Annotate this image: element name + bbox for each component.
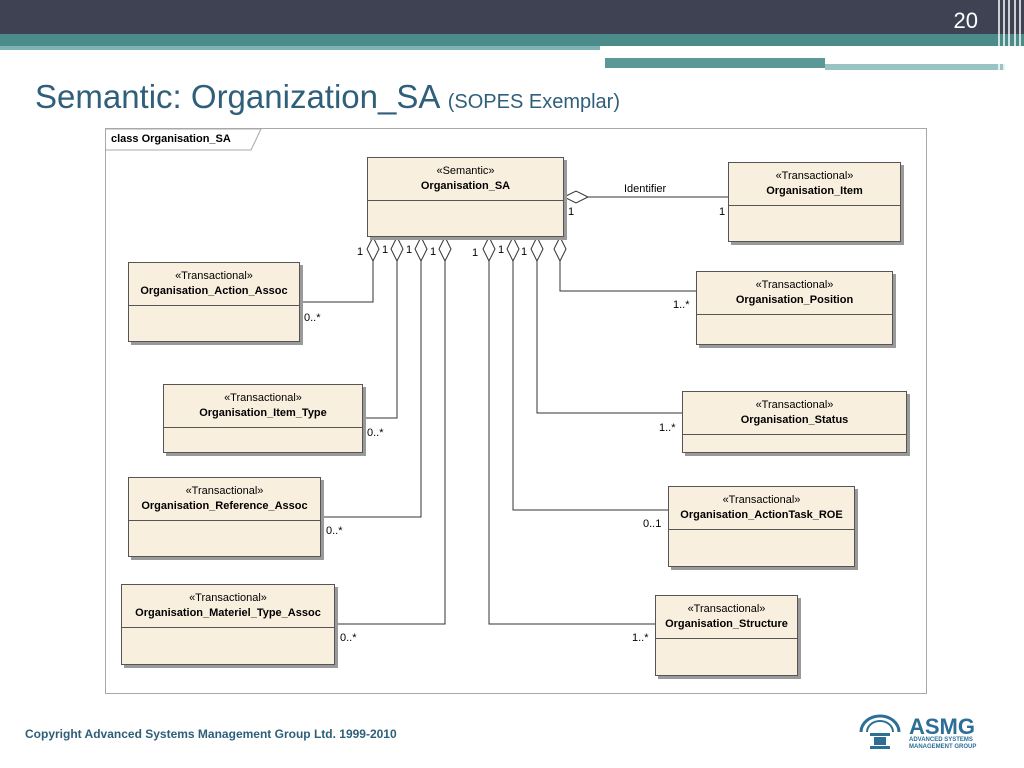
assoc-line-action-assoc (300, 261, 374, 303)
slide-title-main: Semantic: Organization_SA (35, 78, 439, 115)
class-organisation-reference-assoc[interactable]: «Transactional» Organisation_Reference_A… (128, 477, 321, 557)
class-name: Organisation_Action_Assoc (140, 285, 288, 297)
association-role-label: Identifier (624, 183, 667, 195)
assoc-line-reference-assoc (321, 261, 422, 518)
aggregation-diamond (530, 235, 544, 263)
class-name: Organisation_Structure (665, 618, 788, 630)
multiplicity-label: 1 (472, 247, 479, 259)
class-name: Organisation_Materiel_Type_Assoc (135, 607, 321, 619)
class-stereotype: «Transactional» (755, 399, 834, 411)
class-name: Organisation_Status (740, 414, 849, 426)
header-accent-line (600, 55, 948, 57)
class-name: Organisation_SA (420, 180, 511, 192)
header-accent-block-light (825, 64, 1005, 70)
aggregation-diamond (438, 235, 452, 263)
aggregation-diamond (482, 235, 496, 263)
slide-number: 20 (953, 8, 978, 33)
multiplicity-label: 1..* (673, 299, 690, 311)
class-organisation-actiontask-roe[interactable]: «Transactional» Organisation_ActionTask_… (668, 486, 855, 567)
logo-text: ASMG (909, 714, 975, 739)
class-organisation-status[interactable]: «Transactional» Organisation_Status (682, 391, 907, 453)
class-organisation-item[interactable]: «Transactional» Organisation_Item (728, 162, 901, 242)
aggregation-diamond (390, 235, 404, 263)
multiplicity-label: 1 (357, 246, 364, 258)
class-name: Organisation_Position (735, 294, 854, 306)
slide-title-sub: (SOPES Exemplar) (447, 91, 620, 113)
multiplicity-label: 0..* (326, 525, 343, 537)
header-accent-block (605, 58, 825, 68)
multiplicity-label: 0..* (304, 312, 321, 324)
multiplicity-label: 1 (430, 246, 437, 258)
logo-tagline: ADVANCED SYSTEMS MANAGEMENT GROUP (909, 737, 977, 750)
aggregation-diamond (506, 235, 520, 263)
class-organisation-materiel-type-assoc[interactable]: «Transactional» Organisation_Materiel_Ty… (121, 584, 335, 665)
class-name: Organisation_Reference_Assoc (141, 500, 308, 512)
class-stereotype: «Transactional» (185, 485, 264, 497)
class-name: Organisation_Item_Type (199, 407, 327, 419)
class-name: Organisation_Item (766, 185, 863, 197)
multiplicity-label: 1 (719, 206, 726, 218)
header-accent-stripe (0, 34, 1024, 46)
slide-title: Semantic: Organization_SA (SOPES Exempla… (35, 78, 620, 116)
assoc-line-position (559, 261, 696, 292)
class-name: Organisation_ActionTask_ROE (680, 509, 843, 521)
asmg-logo-icon (859, 714, 901, 749)
class-stereotype: «Semantic» (436, 165, 495, 177)
copyright-footer: Copyright Advanced Systems Management Gr… (25, 727, 397, 741)
header-vertical-stripes (994, 0, 1024, 70)
multiplicity-label: 1..* (632, 632, 649, 644)
class-organisation-item-type[interactable]: «Transactional» Organisation_Item_Type (163, 384, 363, 453)
frame-label-tab (106, 129, 262, 151)
multiplicity-label: 1..* (659, 422, 676, 434)
class-stereotype: «Transactional» (775, 170, 854, 182)
aggregation-diamond (562, 190, 590, 204)
header-bar (0, 0, 1024, 34)
class-stereotype: «Transactional» (755, 279, 834, 291)
class-organisation-action-assoc[interactable]: «Transactional» Organisation_Action_Asso… (128, 262, 300, 342)
assoc-line-status (536, 261, 682, 414)
multiplicity-label: 1 (521, 246, 528, 258)
class-stereotype: «Transactional» (224, 392, 302, 404)
assoc-line-item-type (363, 261, 398, 419)
multiplicity-label: 1 (498, 244, 505, 256)
class-stereotype: «Transactional» (722, 494, 801, 506)
class-stereotype: «Transactional» (189, 592, 267, 604)
class-stereotype: «Transactional» (687, 603, 766, 615)
multiplicity-label: 0..* (367, 427, 384, 439)
header-accent-stripe-light (0, 46, 600, 50)
multiplicity-label: 0..1 (643, 518, 662, 530)
assoc-line-structure (488, 261, 655, 625)
aggregation-diamond (366, 235, 380, 263)
multiplicity-label: 0..* (340, 632, 357, 644)
multiplicity-label: 1 (406, 244, 413, 256)
multiplicity-label: 1 (568, 206, 575, 218)
class-organisation-structure[interactable]: «Transactional» Organisation_Structure (655, 595, 798, 676)
class-organisation-sa[interactable]: «Semantic» Organisation_SA (367, 157, 564, 237)
aggregation-diamond (553, 235, 567, 263)
class-stereotype: «Transactional» (175, 270, 253, 282)
multiplicity-label: 1 (382, 244, 389, 256)
frame-label: class Organisation_SA (111, 133, 231, 145)
aggregation-diamond (414, 235, 428, 263)
class-organisation-position[interactable]: «Transactional» Organisation_Position (696, 271, 893, 345)
assoc-line-actiontask-roe (512, 261, 668, 511)
assoc-line-materiel-type-assoc (335, 261, 446, 625)
